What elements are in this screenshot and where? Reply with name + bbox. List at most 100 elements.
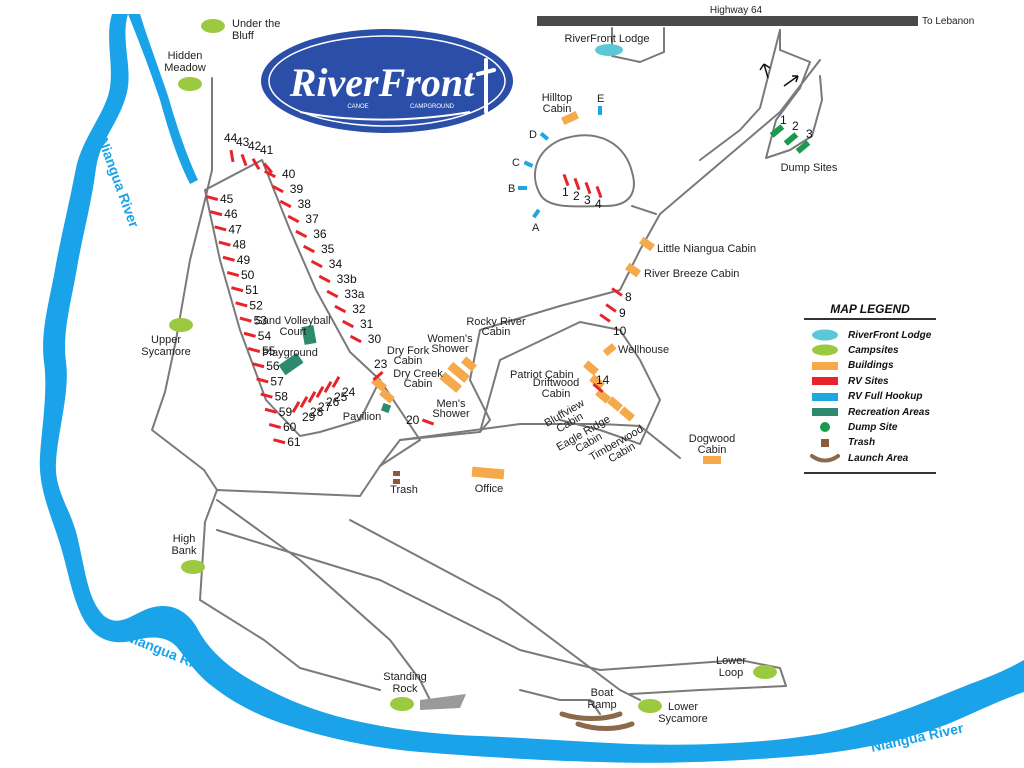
rv-site-marker[interactable] <box>599 313 611 323</box>
rv-site-number: 33b <box>337 272 357 286</box>
hookup-e[interactable] <box>598 106 602 115</box>
rv-site-marker[interactable] <box>279 199 292 209</box>
rv-site-number: 14 <box>596 373 610 387</box>
rv-site-marker[interactable] <box>231 286 244 293</box>
recreation-sand-volleyball-court[interactable] <box>301 325 317 345</box>
rv-site-marker[interactable] <box>318 274 331 284</box>
rv-site-marker[interactable] <box>326 289 339 299</box>
building-dogwood-cabin[interactable] <box>703 456 721 464</box>
building-wellhouse[interactable] <box>602 343 617 357</box>
rv-site-marker[interactable] <box>235 301 248 308</box>
dump-site-2[interactable] <box>783 132 799 146</box>
building-eagle-ridge-cabin[interactable] <box>607 396 623 412</box>
campsite-lower-sycamore[interactable] <box>638 699 662 713</box>
hookup-a[interactable] <box>532 208 541 219</box>
rv-site-marker[interactable] <box>252 362 265 369</box>
rv-site-number: 41 <box>260 143 274 157</box>
rv-site-marker[interactable] <box>218 240 231 247</box>
rv-site-marker[interactable] <box>291 401 301 413</box>
building-little-niangua-cabin[interactable] <box>638 236 656 252</box>
rv-site-marker[interactable] <box>251 158 261 170</box>
hookup-b[interactable] <box>518 186 527 190</box>
rv-site-marker[interactable] <box>299 396 309 408</box>
rv-site-marker[interactable] <box>214 225 227 232</box>
rv-site-marker[interactable] <box>562 173 570 187</box>
rv-site-marker[interactable] <box>240 153 248 167</box>
rv-site-marker[interactable] <box>349 334 362 344</box>
rv-site-marker[interactable] <box>264 407 277 414</box>
rv-site-marker[interactable] <box>287 214 300 224</box>
rv-site-marker[interactable] <box>243 331 256 338</box>
building-bluffview-cabin[interactable] <box>595 388 611 404</box>
rv-site-marker[interactable] <box>268 422 282 430</box>
riverfront-lodge[interactable] <box>595 44 623 56</box>
rv-site-marker[interactable] <box>239 316 252 323</box>
rv-site-marker[interactable] <box>584 181 592 195</box>
rv-site-marker[interactable] <box>256 377 269 384</box>
rv-site-marker[interactable] <box>372 370 384 382</box>
campsite-standing-rock[interactable] <box>390 697 414 711</box>
rv-site-marker[interactable] <box>331 376 341 388</box>
rv-site-marker[interactable] <box>302 244 316 254</box>
rv-site-number: 20 <box>406 413 420 427</box>
rv-site-marker[interactable] <box>310 259 323 269</box>
building-rocky-river-cabin[interactable] <box>461 356 477 372</box>
rv-site-marker[interactable] <box>247 346 261 354</box>
hookup-c[interactable] <box>523 160 534 168</box>
rv-site-marker[interactable] <box>595 185 603 199</box>
rv-site-marker[interactable] <box>592 382 604 394</box>
logo-oval <box>261 29 513 133</box>
campsite-high-bank[interactable] <box>181 560 205 574</box>
rv-site-marker[interactable] <box>222 255 235 262</box>
building-hilltop-cabin[interactable] <box>561 110 579 126</box>
recreation-pavilion[interactable] <box>380 402 392 414</box>
rv-site-marker[interactable] <box>341 319 355 329</box>
hookup-d[interactable] <box>539 131 550 141</box>
rv-site-marker[interactable] <box>315 386 325 398</box>
rv-site-number: 9 <box>619 306 626 320</box>
rv-site-marker[interactable] <box>334 304 347 314</box>
rv-site-marker[interactable] <box>210 210 223 217</box>
building-mens-shower[interactable] <box>439 371 462 393</box>
campsite-upper-sycamore[interactable] <box>169 318 193 332</box>
dump-site-3[interactable] <box>795 140 811 154</box>
building-driftwood-cabin[interactable] <box>589 374 605 390</box>
rv-site-marker[interactable] <box>421 418 435 426</box>
campsite-lower-loop[interactable] <box>753 665 777 679</box>
rv-site-marker[interactable] <box>271 184 284 194</box>
rv-site-marker[interactable] <box>260 392 273 399</box>
rv-site-marker[interactable] <box>226 270 240 278</box>
building-patriot-cabin[interactable] <box>583 360 599 376</box>
building-timberwood-cabin[interactable] <box>619 406 635 422</box>
rv-site-marker[interactable] <box>229 149 235 163</box>
building-womens-shower[interactable] <box>447 361 470 383</box>
rv-site-marker[interactable] <box>295 229 308 239</box>
legend-item: Launch Area <box>810 451 908 465</box>
rv-site-number: 45 <box>220 192 234 206</box>
rv-site-marker[interactable] <box>205 194 219 202</box>
launch-area[interactable] <box>559 711 635 731</box>
rv-site-marker[interactable] <box>323 381 333 393</box>
rv-site-number: 37 <box>305 212 319 226</box>
rv-site-marker[interactable] <box>573 177 581 191</box>
building-river-breeze-cabin[interactable] <box>624 262 642 278</box>
campsite-under-the-bluff[interactable] <box>201 19 225 33</box>
rv-site-marker[interactable] <box>273 438 286 445</box>
riverfront-logo: RiverFront CANOE CAMPGROUND <box>261 29 513 133</box>
dump-site-1[interactable] <box>769 124 785 138</box>
rv-site-marker[interactable] <box>262 162 274 174</box>
rv-site-marker[interactable] <box>263 169 277 179</box>
rv-site-number: 34 <box>329 257 343 271</box>
recreation-playground[interactable] <box>278 352 304 376</box>
campsite-hidden-meadow[interactable] <box>178 77 202 91</box>
building-dry-creek-cabin[interactable] <box>379 388 395 404</box>
rv-site-marker[interactable] <box>307 391 317 403</box>
rv-site-marker[interactable] <box>605 303 617 313</box>
building-office[interactable] <box>471 466 505 480</box>
rv-site-marker[interactable] <box>611 287 623 297</box>
